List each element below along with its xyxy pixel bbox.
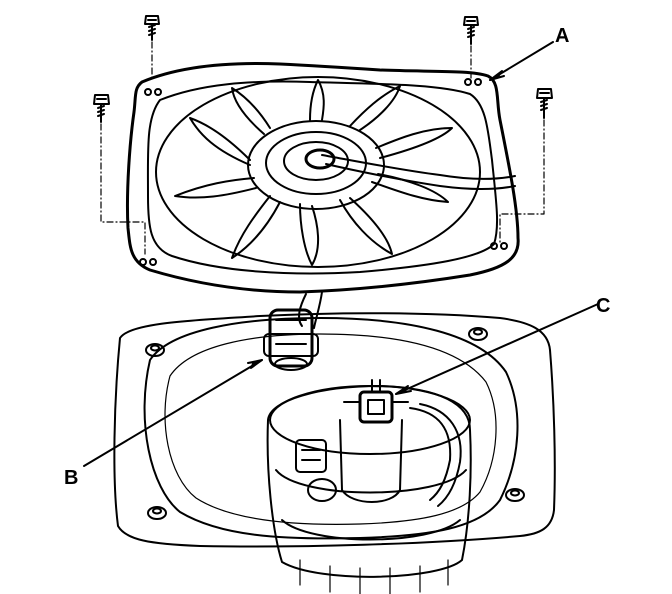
connector-c bbox=[343, 379, 409, 424]
callout-b: B bbox=[64, 467, 78, 489]
floor-panel bbox=[113, 312, 556, 548]
callout-a: A bbox=[555, 25, 569, 47]
screw-top-left bbox=[144, 15, 160, 41]
screw-left bbox=[93, 94, 110, 123]
screw-top-right bbox=[463, 16, 479, 45]
leader-b bbox=[83, 359, 263, 467]
leader-lines bbox=[83, 41, 599, 467]
harness-connector-b bbox=[263, 291, 323, 371]
fuel-pump-module bbox=[266, 385, 472, 594]
access-cover bbox=[125, 62, 520, 294]
leader-c bbox=[395, 303, 599, 395]
screw-right bbox=[536, 88, 553, 119]
callout-c: C bbox=[596, 295, 610, 317]
